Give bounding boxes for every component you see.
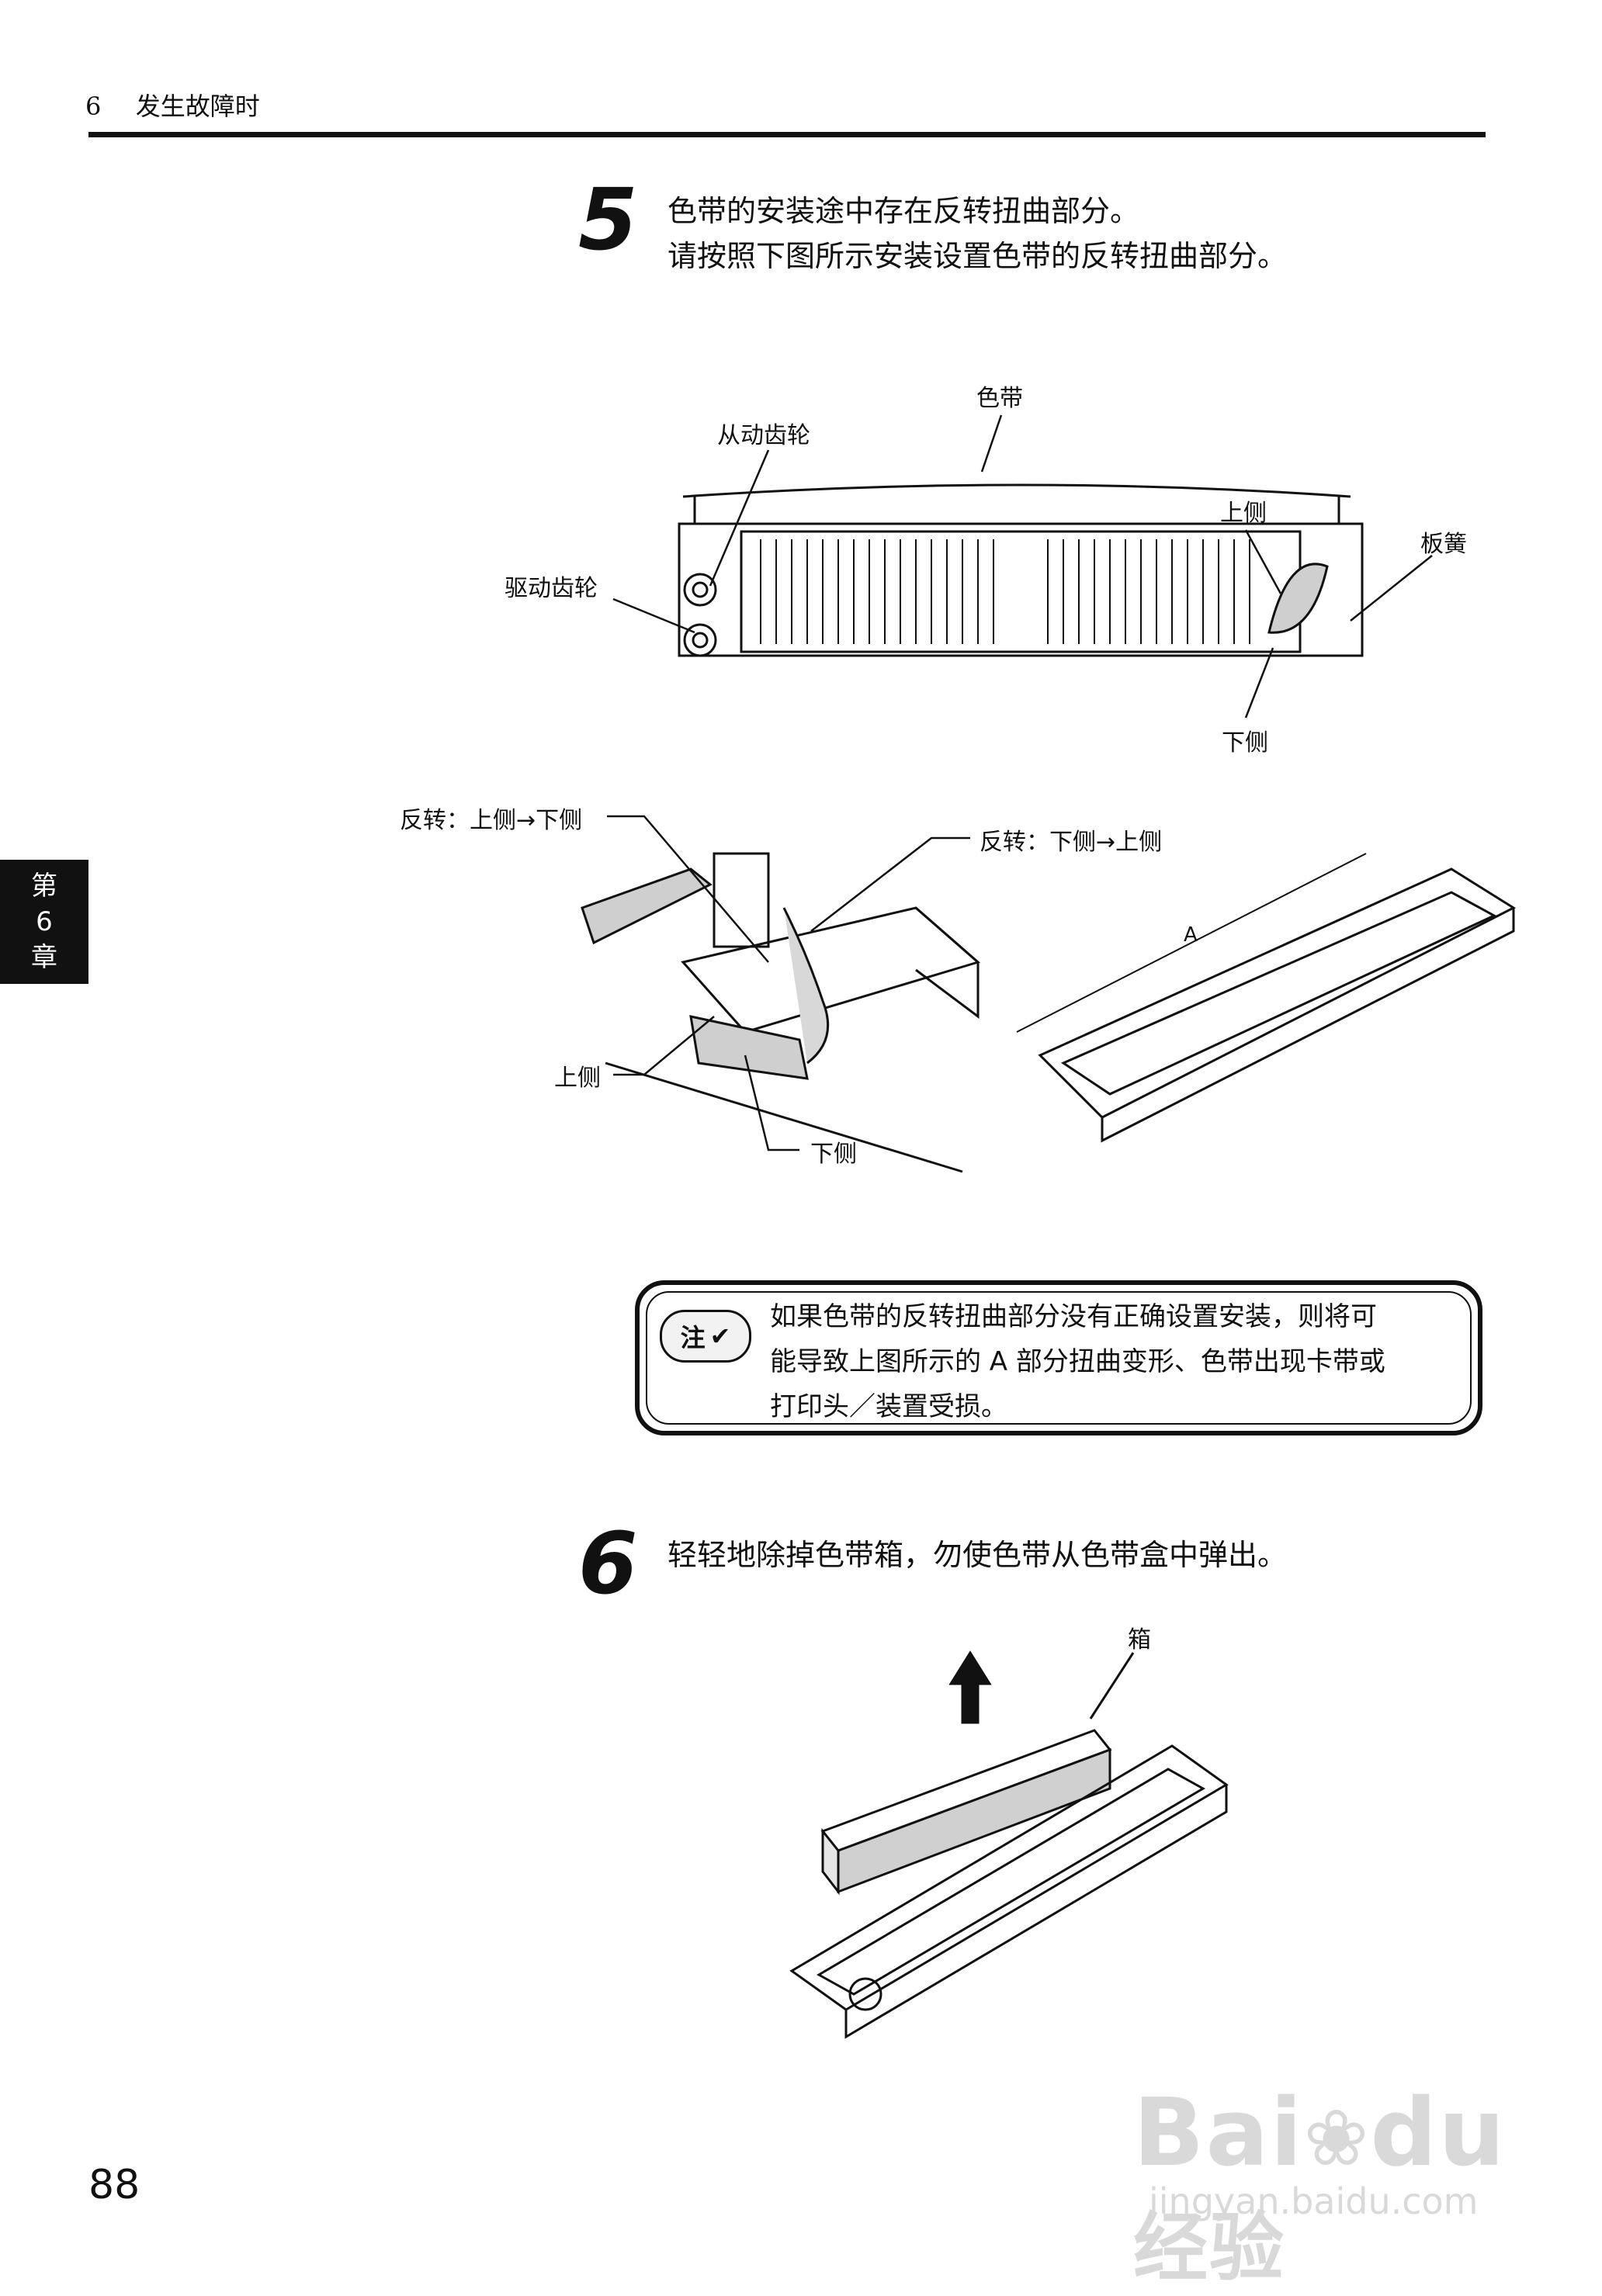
label-part-a: A xyxy=(1184,923,1198,947)
note-icon-label: 注 xyxy=(680,1323,706,1352)
chapter-tab: 第 6 章 xyxy=(0,860,88,984)
step-5-number: 5 xyxy=(578,170,638,269)
running-header: 6 发生故障时 xyxy=(85,87,260,123)
label-lower-side-1: 下侧 xyxy=(1222,729,1268,757)
header-chapter-title: 发生故障时 xyxy=(135,92,260,121)
ribbon-cassette-top-view xyxy=(678,483,1364,657)
paw-icon: ❀ xyxy=(1303,2093,1371,2183)
watermark-url: jingyan.baidu.com xyxy=(1149,2180,1479,2222)
note-box xyxy=(635,1280,1482,1435)
label-upper-side-2: 上侧 xyxy=(554,1065,601,1092)
page-number: 88 xyxy=(88,2162,140,2208)
label-driven-gear: 从动齿轮 xyxy=(717,422,810,449)
cassette-box-removal xyxy=(789,1650,1229,2039)
note-line1: 如果色带的反转扭曲部分没有正确设置安装，则将可 xyxy=(770,1301,1377,1332)
label-drive-gear: 驱动齿轮 xyxy=(505,575,598,602)
chapter-tab-line3: 章 xyxy=(31,942,57,973)
ribbon-cassette-perspective xyxy=(1016,853,1517,1143)
step-5-line2: 请按照下图所示安装设置色带的反转扭曲部分。 xyxy=(668,239,1288,273)
note-line2: 能导致上图所示的 A 部分扭曲变形、色带出现卡带或 xyxy=(770,1346,1385,1377)
header-rule xyxy=(88,132,1486,137)
ribbon-twist-detail xyxy=(581,852,981,1173)
label-box: 箱 xyxy=(1128,1626,1151,1654)
note-box-inner-border xyxy=(646,1291,1472,1425)
label-ribbon: 色带 xyxy=(976,385,1023,412)
figure-1-leader-lines xyxy=(612,414,1433,719)
label-reverse-down-to-up: 反转：下侧→上侧 xyxy=(980,829,1163,856)
step-5-text: 色带的安装途中存在反转扭曲部分。 请按照下图所示安装设置色带的反转扭曲部分。 xyxy=(668,189,1287,279)
label-lower-side-2: 下侧 xyxy=(810,1141,857,1168)
note-line3: 打印头／装置受损。 xyxy=(770,1391,1007,1422)
label-leaf-spring: 板簧 xyxy=(1420,531,1467,558)
header-chapter-number: 6 xyxy=(85,92,102,121)
baidu-jingyan-watermark: Bai❀du 经验 jingyan.baidu.com xyxy=(1133,2048,1537,2291)
watermark-brand: Bai xyxy=(1133,2080,1304,2187)
step-5-line1: 色带的安装途中存在反转扭曲部分。 xyxy=(668,194,1140,228)
chapter-tab-line2: 6 xyxy=(36,906,53,937)
step-6-number: 6 xyxy=(578,1514,638,1613)
watermark-brand-2: du xyxy=(1370,2080,1507,2187)
note-icon: 注 ✔ xyxy=(660,1310,751,1363)
chapter-tab-line1: 第 xyxy=(31,871,57,902)
pencil-icon: ✔ xyxy=(709,1321,731,1351)
figure-2-leader-lines xyxy=(607,815,970,1151)
step-6-text: 轻轻地除掉色带箱，勿使色带从色带盒中弹出。 xyxy=(668,1538,1288,1572)
note-text: 如果色带的反转扭曲部分没有正确设置安装，则将可 能导致上图所示的 A 部分扭曲变… xyxy=(770,1294,1453,1429)
label-upper-side-1: 上侧 xyxy=(1220,500,1267,527)
label-reverse-up-to-down: 反转：上侧→下侧 xyxy=(400,807,583,834)
